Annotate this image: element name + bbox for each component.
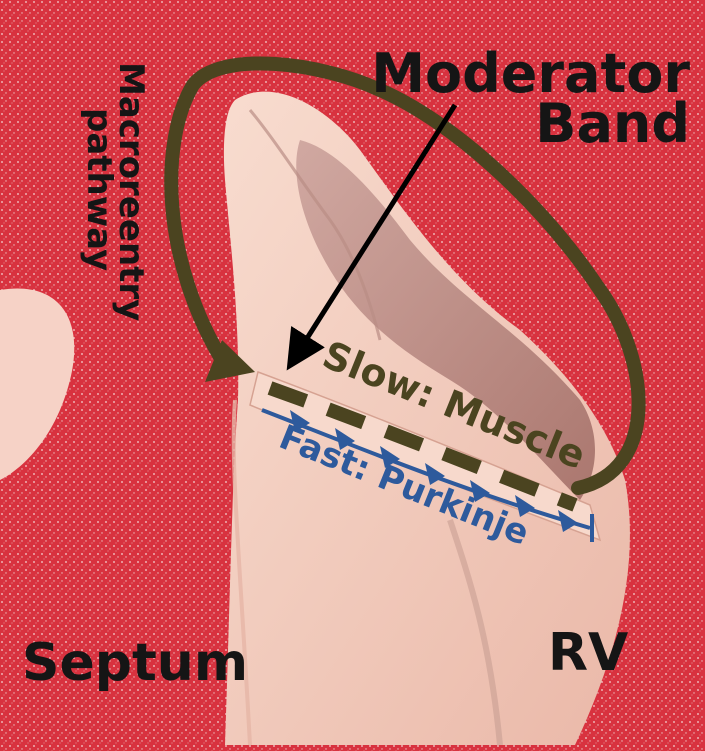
rv-label: RV bbox=[548, 623, 628, 683]
septum-label: Septum bbox=[22, 633, 248, 693]
moderator-label-line2: Band bbox=[535, 92, 690, 155]
macroreentry-label-line2: pathway bbox=[79, 108, 119, 271]
